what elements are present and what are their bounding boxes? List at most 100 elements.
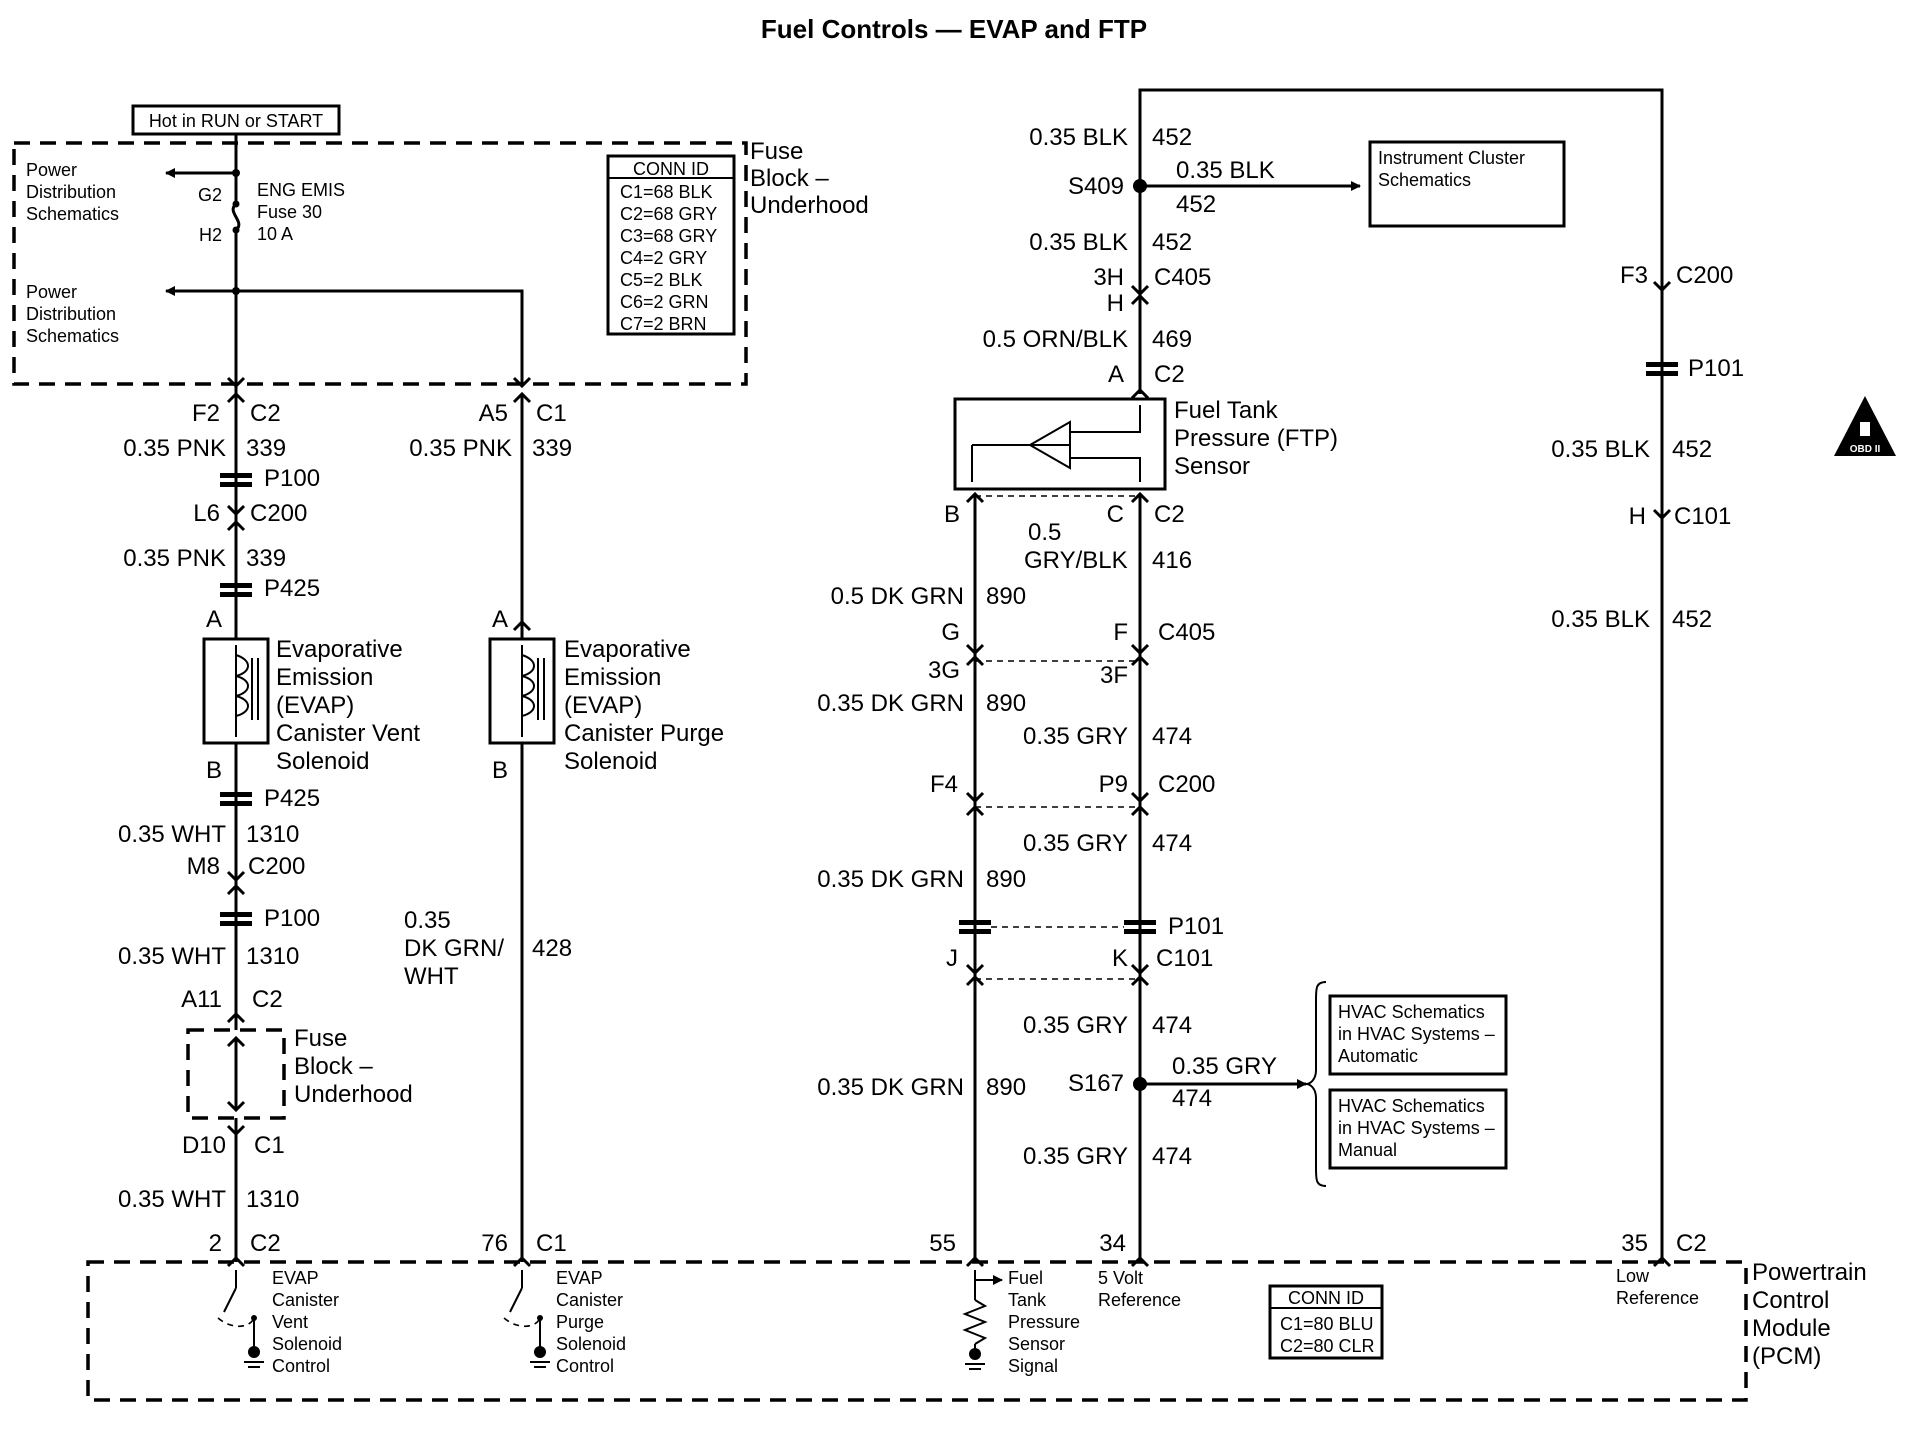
wire-size-10: 0.35 BLK bbox=[1029, 229, 1128, 256]
pcm-label-3: Module bbox=[1752, 1315, 1831, 1342]
wire-size-19: 0.35 DK GRN bbox=[817, 1074, 964, 1101]
pin-d10: D10 bbox=[182, 1132, 226, 1159]
pcm-boundary bbox=[86, 1260, 1748, 1402]
wire-size-17: 0.35 DK GRN bbox=[817, 866, 964, 893]
pcm-pin-76: 76 bbox=[481, 1230, 508, 1257]
conn-f4-arrow bbox=[965, 791, 985, 804]
conn-id-2-title: CONN ID bbox=[1288, 1288, 1364, 1308]
p425b-pass-2 bbox=[220, 801, 252, 806]
wire-size-5: 0.35 WHT bbox=[118, 1186, 226, 1213]
p101-pass-a2 bbox=[959, 929, 991, 934]
pin-p9: P9 bbox=[1099, 771, 1128, 798]
ftp-name-1: Fuel Tank bbox=[1174, 397, 1279, 424]
pcm-purge-4: Solenoid bbox=[556, 1334, 626, 1354]
pin-g: G bbox=[941, 619, 960, 646]
purge-name-1: Evaporative bbox=[564, 636, 691, 663]
pcm-ftp-4: Sensor bbox=[1008, 1334, 1065, 1354]
pcm-vent-5: Control bbox=[272, 1356, 330, 1376]
pin-b-ftp: B bbox=[944, 501, 960, 528]
wire-size-7b: DK GRN/ bbox=[404, 935, 504, 962]
conn-id-c4: C4=2 GRY bbox=[620, 248, 707, 268]
purge-driver-switch bbox=[503, 1270, 550, 1368]
wire-size-18: 0.35 GRY bbox=[1023, 1012, 1128, 1039]
hvac-automatic-box bbox=[1328, 994, 1508, 1076]
conn-c2-b: C2 bbox=[252, 986, 283, 1013]
ftp-pin-b-receptacle bbox=[965, 491, 985, 504]
circuit-474-b: 474 bbox=[1152, 830, 1192, 857]
circuit-474-e: 474 bbox=[1152, 1143, 1192, 1170]
pcm-low-1: Low bbox=[1616, 1266, 1650, 1286]
purge-pin-a-receptacle bbox=[512, 619, 532, 632]
pd2-label-2: Distribution bbox=[26, 304, 116, 324]
pin-3h: 3H bbox=[1093, 264, 1124, 291]
wire-size-2: 0.35 PNK bbox=[123, 545, 226, 572]
circuit-339-b: 339 bbox=[246, 545, 286, 572]
circuit-890-d: 890 bbox=[986, 1074, 1026, 1101]
fuse-block-arrow-up bbox=[226, 1035, 246, 1048]
ground-icon-2 bbox=[534, 1346, 546, 1358]
pcm-purge-3: Purge bbox=[556, 1312, 604, 1332]
vent-name-1: Evaporative bbox=[276, 636, 403, 663]
fuse-icon bbox=[231, 202, 241, 232]
conn-id-c1: C1=68 BLK bbox=[620, 182, 713, 202]
p425b-label: P425 bbox=[264, 785, 320, 812]
circuit-474-c: 474 bbox=[1152, 1012, 1192, 1039]
conn-l6-arrow bbox=[226, 504, 246, 517]
conn-l6-receptacle bbox=[226, 519, 246, 532]
pin-a5: A5 bbox=[479, 400, 508, 427]
circuit-890-b: 890 bbox=[986, 690, 1026, 717]
p100-pass-2 bbox=[220, 482, 252, 487]
wire-size-6: 0.35 PNK bbox=[409, 435, 512, 462]
circuit-339: 339 bbox=[246, 435, 286, 462]
p100-pass bbox=[220, 473, 252, 478]
p101-label: P101 bbox=[1168, 913, 1224, 940]
purge-pin-b: B bbox=[492, 757, 508, 784]
conn-c101: C101 bbox=[1156, 945, 1213, 972]
conn-c1: C1 bbox=[254, 1132, 285, 1159]
conn-h-arrow bbox=[1652, 508, 1672, 521]
pin-h-2: H bbox=[1629, 503, 1646, 530]
diagram-title: Fuel Controls — EVAP and FTP bbox=[761, 14, 1147, 44]
circuit-1310-b: 1310 bbox=[246, 943, 299, 970]
obd-ii-icon: OBD II bbox=[1834, 396, 1896, 456]
circuit-1310-c: 1310 bbox=[246, 1186, 299, 1213]
p101-pass-a bbox=[959, 920, 991, 925]
conn-f2-receptacle bbox=[226, 391, 246, 404]
conn-c200-d: C200 bbox=[1676, 262, 1733, 289]
conn-id-2-c2: C2=80 CLR bbox=[1280, 1336, 1375, 1356]
pin-l6: L6 bbox=[193, 500, 220, 527]
wire-size-7c: WHT bbox=[404, 963, 459, 990]
pin-3f: 3F bbox=[1100, 662, 1128, 689]
pcm-pin-55: 55 bbox=[929, 1230, 956, 1257]
wire-size-7a: 0.35 bbox=[404, 907, 451, 934]
pin-f4: F4 bbox=[930, 771, 958, 798]
ground-icon-3 bbox=[969, 1348, 981, 1360]
fuse-block-label-3: Underhood bbox=[750, 192, 869, 219]
pin-a11: A11 bbox=[181, 986, 222, 1013]
pin-3g: 3G bbox=[928, 657, 960, 684]
pin-j: J bbox=[946, 945, 958, 972]
pcm-ftp-1: Fuel bbox=[1008, 1268, 1043, 1288]
circuit-474-d: 474 bbox=[1172, 1085, 1212, 1112]
fuse-block-arrow-down bbox=[226, 1100, 246, 1113]
fuse-block-underhood-boundary bbox=[12, 141, 748, 386]
vent-name-4: Canister Vent bbox=[276, 720, 420, 747]
fuse-block-label-2: Block – bbox=[750, 165, 829, 192]
splice-s167-label: S167 bbox=[1068, 1070, 1124, 1097]
circuit-890-c: 890 bbox=[986, 866, 1026, 893]
p101-pass-b bbox=[1124, 920, 1156, 925]
pin-m8: M8 bbox=[187, 853, 220, 880]
ftp-name-3: Sensor bbox=[1174, 453, 1250, 480]
conn-j-receptacle bbox=[965, 974, 985, 987]
conn-a5-arrow bbox=[512, 376, 532, 389]
coil-icon-purge bbox=[521, 654, 535, 717]
pin-f3: F3 bbox=[1620, 262, 1648, 289]
low-reference-loop-wire bbox=[1138, 88, 1664, 1262]
wire-size-12b: GRY/BLK bbox=[1024, 547, 1128, 574]
conn-c2-ftp: C2 bbox=[1154, 361, 1185, 388]
conn-3f-receptacle bbox=[1130, 654, 1150, 667]
pin-a-ftp: A bbox=[1108, 361, 1124, 388]
pcm-pin-2: 2 bbox=[209, 1230, 222, 1257]
pcm-pin-35: 35 bbox=[1621, 1230, 1648, 1257]
pcm-vent-2: Canister bbox=[272, 1290, 339, 1310]
